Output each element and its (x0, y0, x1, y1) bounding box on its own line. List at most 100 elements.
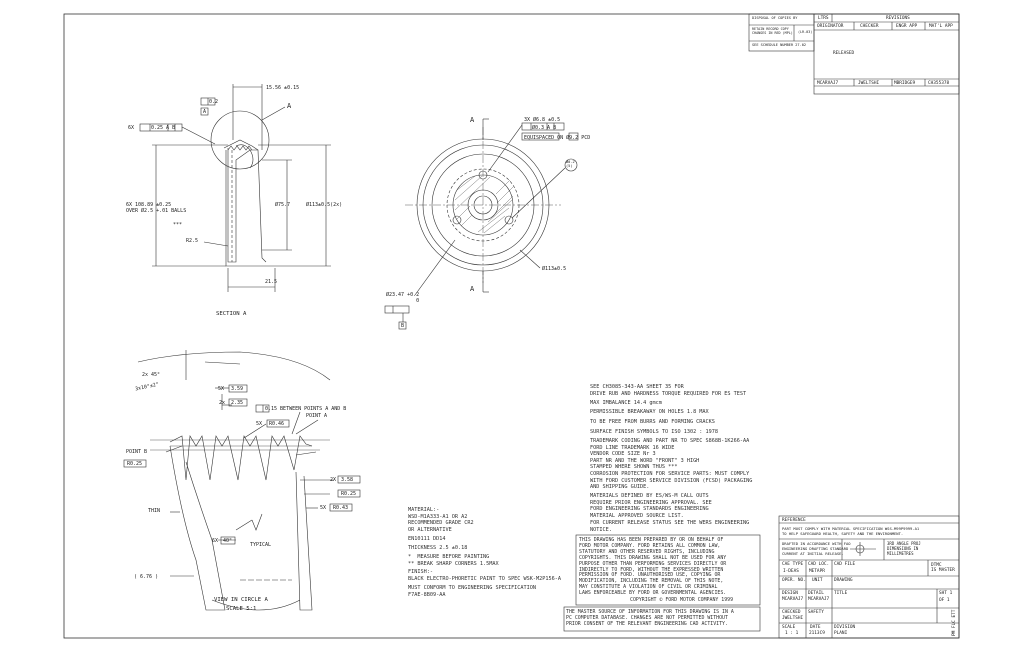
tb-comply: PART MUST COMPLY WITH MATERIAL SPECIFICA… (782, 526, 920, 536)
dim-2x-358: 2X (330, 477, 337, 483)
tb-scale: 1 : 1 (785, 631, 799, 636)
tb-reference: REFERENCE (782, 518, 806, 523)
balls-dimension: 6X 108.89 ±0.25 OVER Ø2.5 +.01 BALLS (126, 202, 187, 214)
note-test: SEE CH3085-343-AA SHEET 35 FOR DRIVE RUB… (590, 384, 747, 397)
datum-b-box: B (401, 323, 405, 329)
section-a-view (139, 84, 331, 292)
master-source-box (563, 606, 761, 632)
box-r0-25-left: R0.25 (127, 461, 143, 467)
rev-engr: MBRIDGE9 (894, 81, 916, 86)
thickness: THICKNESS 2.5 ±0.18 (408, 545, 468, 551)
rev-col-engr: ENGR APP (896, 24, 918, 29)
circle-a-label: A (287, 102, 292, 110)
note-release: FOR CURRENT RELEASE STATUS SEE THE WERS … (590, 520, 750, 533)
tb-sheet: SHT 1 (939, 591, 953, 596)
rev-originator: MCARVAJ7 (817, 81, 839, 86)
tb-scale-label: SCALE (782, 625, 796, 630)
tb-angle: 3RD ANGLE PROJ DIMENSIONS IN MILLIMETRES (887, 541, 921, 556)
tb-title-label: TITLE (834, 591, 848, 596)
revisions-block (813, 13, 960, 95)
datum-a-box: A (203, 109, 207, 115)
box-3-59: 3.59 (231, 386, 244, 392)
note-breakaway: PERMISSIBLE BREAKAWAY ON HOLES 1.8 MAX (590, 409, 709, 415)
dim-15-56: 15.56 ±0.15 (266, 85, 300, 91)
box-r0-43: R0.43 (333, 505, 349, 511)
typical-label: TYPICAL (250, 542, 272, 548)
dia-23-47: Ø23.47 +0.2 0 (386, 292, 420, 304)
tb-detail-label: DETAIL (808, 591, 824, 596)
tb-unit-label: UNIT (812, 578, 823, 583)
ltrs-label: LTRS (818, 16, 829, 21)
detail-caption: VIEW IN CIRCLE A (214, 597, 268, 603)
tb-design-label: DESIGN (782, 591, 798, 596)
rev-matl: CH355378 (928, 81, 950, 86)
conform-note: MUST CONFORM TO ENGINEERING SPECIFICATIO… (408, 585, 537, 598)
retain-code: (LR-03) (798, 30, 813, 34)
detail-scale: SCALE 5:1 (226, 606, 257, 612)
finish-note: FINISH:- BLACK ELECTRO-PHORETIC PAINT TO… (408, 569, 562, 582)
retain-record: RETAIN RECORD COPY CHANGES IN RED (MPL) (752, 27, 793, 35)
stamp-marker: *** (173, 222, 183, 228)
section-a-caption: SECTION A (216, 311, 247, 317)
box-3-58: 3.58 (341, 477, 354, 483)
dia-75-7: Ø75.7 (275, 202, 291, 208)
dim-21-5: 21.5 (265, 279, 278, 285)
dia-113-front: Ø113±0.5 (542, 266, 567, 272)
point-b: POINT B (126, 449, 148, 455)
tb-cad-type-label: CAE TYPE (782, 562, 804, 567)
thin-label: THIN (148, 508, 161, 514)
angle-6x: 6X (212, 538, 219, 544)
note-corrosion: CORROSION PROTECTION FOR SERVICE PARTS: … (590, 471, 753, 491)
legal-box (575, 534, 761, 606)
section-a-top: A (470, 116, 475, 124)
holes-position-tol: 0.25 A B (151, 125, 176, 131)
note-imbalance: MAX IMBALANCE 14.4 gmcm (590, 400, 662, 406)
detail-circle-a (210, 110, 270, 170)
flatness-tol: 0.2 (209, 99, 219, 105)
legal-notice: THIS DRAWING HAS BEEN PREPARED BY OR ON … (579, 537, 727, 597)
box-r0-25-right: R0.25 (341, 491, 357, 497)
profile-tol: 0.15 BETWEEN POINTS A AND B (265, 406, 347, 412)
tb-of: OF 1 (939, 598, 950, 603)
rev-col-checker: CHECKER (860, 24, 879, 29)
copyright: COPYRIGHT © FORD MOTOR COMPANY 1999 (630, 597, 734, 603)
tb-cad-file-label: CAD FILE (834, 562, 856, 567)
tb-cad-loc: METAPR (809, 569, 825, 574)
rev-col-matl: MAT'L APP (929, 24, 953, 29)
note-surface: SURFACE FINISH SYMBOLS TO ISO 1302 : 197… (590, 429, 719, 435)
rev-checker: JWELTSHI (858, 81, 880, 86)
disposal-label: DISPOSAL OF COPIES BY (752, 16, 798, 20)
tb-cad-type: I-DEAS (783, 569, 799, 574)
sheet-border (63, 13, 960, 639)
tb-dtmc: DTMC IS MASTER (931, 563, 955, 573)
released-status: RELEASED (833, 51, 855, 56)
dim-5x-359: 5X (218, 386, 225, 392)
master-source-note: THE MASTER SOURCE OF INFORMATION FOR THI… (566, 609, 734, 628)
tb-oper-label: OPER. NO. (782, 578, 806, 583)
dim-5x-r043: 5X (320, 505, 327, 511)
detail-view (123, 350, 361, 611)
radius-2-5: R2.5 (186, 238, 199, 244)
note-burrs: TO BE FREE FROM BURRS AND FORMING CRACKS (590, 419, 715, 425)
revisions-header: REVISIONS (886, 16, 910, 21)
tb-side-code: PM FLC ETT (952, 609, 957, 636)
tb-safety-label: SAFETY (808, 610, 824, 615)
schedule-number: SEE SCHEDULE NUMBER 27.02 (752, 43, 807, 47)
tb-drawing-label: DRAWING (834, 578, 853, 583)
material-note: MATERIAL:- WSD-M1A333-A1 OR A2 RECOMMEND… (408, 507, 474, 533)
front-view (384, 118, 579, 330)
tb-detail: MCARVAJ7 (808, 597, 830, 602)
tb-division-label: DIVISION (834, 625, 856, 630)
box-40-deg: 40° (223, 538, 233, 544)
tb-checked: JWELTSHI (782, 616, 804, 621)
equispaced: EQUISPACED ON Ø9.2 PCD (524, 135, 591, 141)
holes-3x: 3X Ø6.8 ±0.5 (524, 117, 561, 123)
note-materials: MATERIALS DEFINED BY ES/WS-M CALL OUTS R… (590, 493, 712, 519)
rev-col-originator: ORIGINATOR (817, 24, 844, 29)
tb-drafted: DRAFTED IN ACCORDANCE WITH FAO ENGINEERI… (782, 541, 851, 556)
dia-113-section: Ø113±0.5(2x) (306, 202, 343, 208)
tb-checked-label: CHECKED (782, 610, 801, 615)
holes-count: 6X (128, 125, 135, 131)
